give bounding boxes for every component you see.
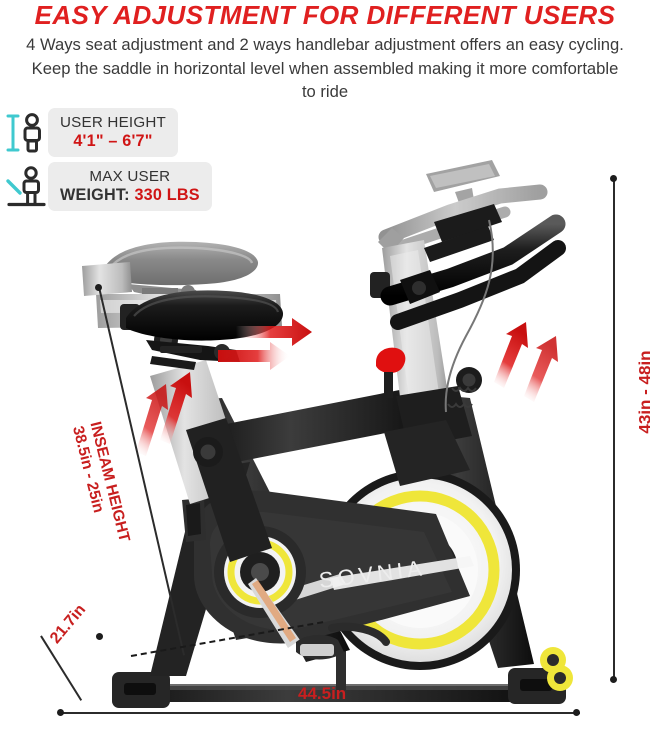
- height-dimension-dot-bottom: [610, 676, 617, 683]
- spec-max-weight-value: WEIGHT: 330 LBS: [60, 186, 200, 205]
- spec-max-weight-prefix: WEIGHT:: [60, 186, 135, 204]
- length-dimension-label: 44.5in: [298, 684, 347, 703]
- handlebar: [376, 204, 566, 413]
- length-dimension-line: [60, 712, 580, 714]
- seat-post-arrow-1: [160, 372, 192, 444]
- person-height-icon: [4, 110, 48, 156]
- resistance-knob: [376, 347, 406, 398]
- depth-dimension-dot: [96, 633, 103, 640]
- length-dimension-dot-left: [57, 709, 64, 716]
- seat-arrow-right-upper: [236, 318, 312, 346]
- handlebar-arrow-2: [524, 336, 558, 402]
- spec-user-height-chip: USER HEIGHT 4'1" – 6'7": [48, 108, 178, 157]
- pedal: [296, 622, 390, 660]
- ghost-saddle-position: [104, 241, 259, 300]
- spec-max-weight-number: 330 LBS: [134, 186, 200, 204]
- spec-user-height: USER HEIGHT 4'1" – 6'7": [4, 108, 178, 157]
- seat-post-arrow-2: [136, 384, 168, 456]
- spec-max-weight-label: MAX USER: [89, 168, 171, 185]
- spec-user-height-value: 4'1" – 6'7": [73, 132, 153, 150]
- inseam-dimension-dot: [95, 284, 102, 291]
- spec-max-weight: MAX USER WEIGHT: 330 LBS: [4, 162, 212, 211]
- seat-horizontal-arrows: [218, 318, 312, 370]
- spec-user-height-label: USER HEIGHT: [60, 114, 166, 131]
- person-scale-icon: [4, 164, 48, 210]
- height-dimension-dot-top: [610, 175, 617, 182]
- page-title: EASY ADJUSTMENT FOR DIFFERENT USERS: [34, 2, 616, 30]
- handlebar-arrow-1: [494, 322, 528, 388]
- seat-arrow-left-lower: [218, 342, 290, 370]
- page-description: 4 Ways seat adjustment and 2 ways handle…: [26, 35, 624, 101]
- height-dimension-line: [613, 180, 615, 680]
- length-dimension-dot-right: [573, 709, 580, 716]
- seat-vertical-arrows: [136, 372, 192, 456]
- height-dimension-label: 43in - 48in: [635, 350, 650, 434]
- handlebar-arrows: [494, 322, 558, 402]
- spec-max-weight-chip: MAX USER WEIGHT: 330 LBS: [48, 162, 212, 211]
